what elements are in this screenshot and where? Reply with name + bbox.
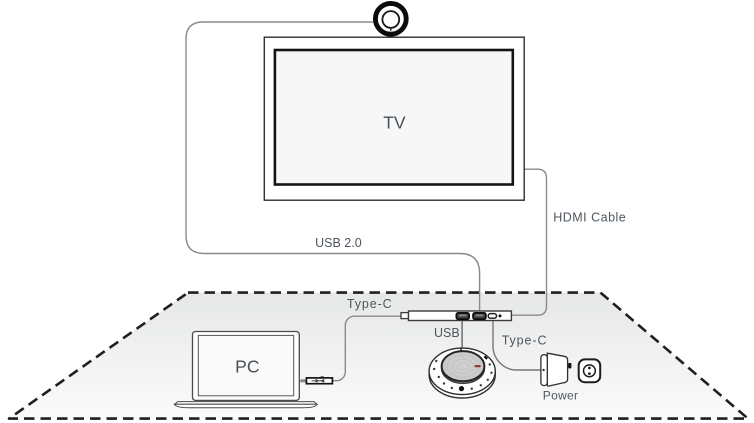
svg-text:PC: PC	[235, 357, 259, 377]
svg-text:TV: TV	[383, 112, 406, 132]
svg-text:USB 2.0: USB 2.0	[315, 236, 362, 250]
svg-text:Type-C: Type-C	[347, 297, 393, 311]
svg-text:USB: USB	[434, 326, 460, 340]
svg-text:HDMI Cable: HDMI Cable	[553, 210, 626, 224]
svg-text:Type-C: Type-C	[502, 333, 548, 347]
svg-text:Power: Power	[543, 389, 579, 403]
